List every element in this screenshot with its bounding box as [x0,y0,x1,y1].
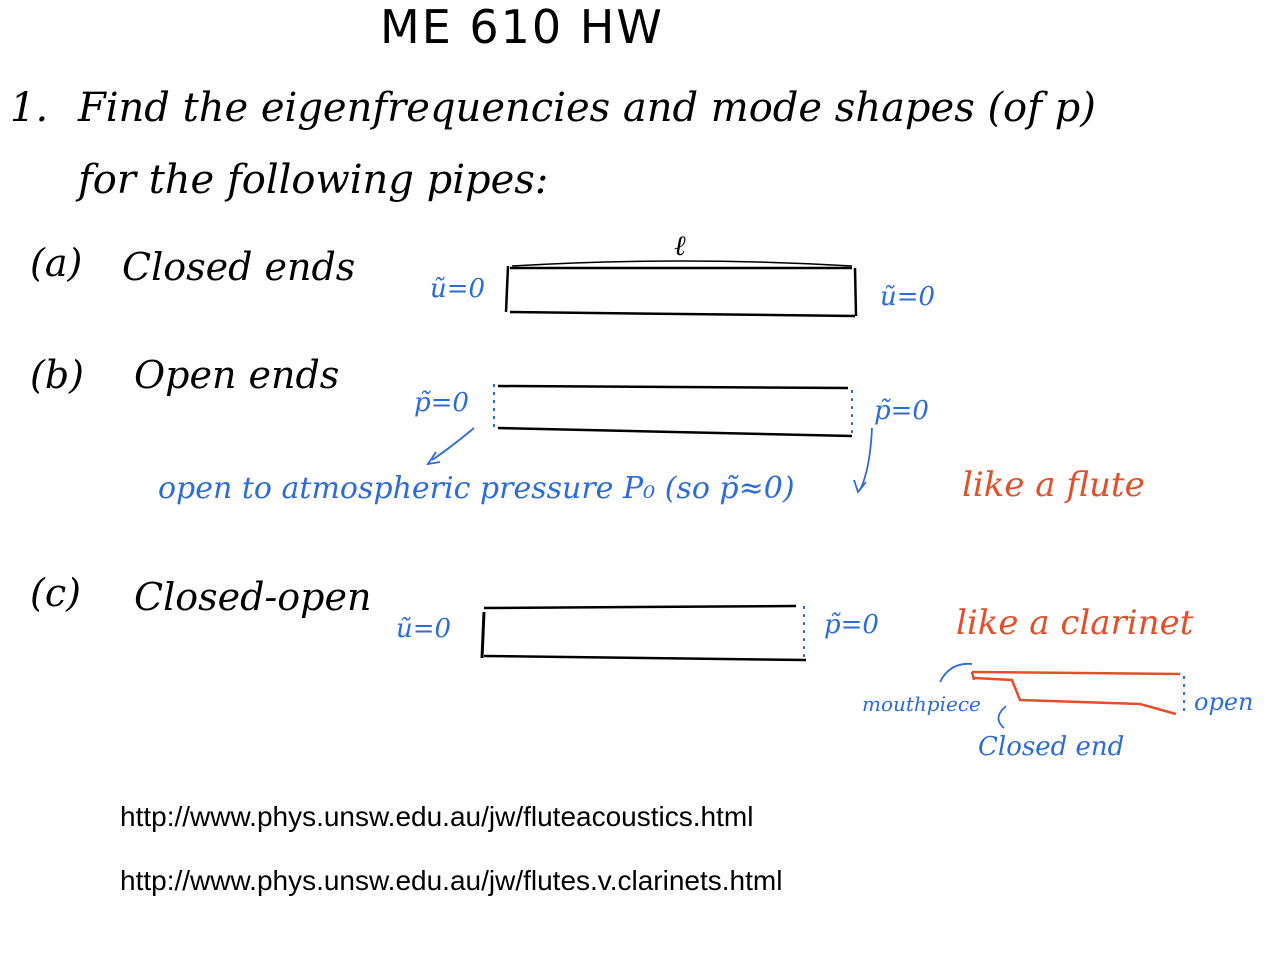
length-label: ℓ [674,229,686,262]
page-title: ME 610 HW [380,0,664,54]
part-c-comparison: like a clarinet [956,603,1194,643]
pipe-c [480,604,807,662]
problem-text-line2: for the following pipes: [78,157,549,203]
problem-text-line1: Find the eigenfrequencies and mode shape… [78,85,1096,131]
part-b-right-bc: p̃=0 [874,396,929,426]
pipe-a [504,260,858,318]
part-b-note: open to atmospheric pressure P₀ (so p̃≈0… [158,471,795,506]
part-b-text: Open ends [134,353,340,397]
part-a-left-bc: ũ=0 [430,274,486,304]
link-flute-acoustics[interactable]: http://www.phys.unsw.edu.au/jw/fluteacou… [120,801,754,832]
mouthpiece-label: mouthpiece [862,692,981,716]
part-a-label: (a) [30,241,83,285]
part-c-text: Closed-open [134,575,372,619]
part-a-right-bc: ũ=0 [880,282,936,312]
part-c-label: (c) [30,571,81,615]
open-label: open [1194,688,1254,716]
part-b-comparison: like a flute [962,465,1145,505]
part-b-left-bc: p̃=0 [414,388,469,418]
clarinet-sketch [939,662,1185,729]
part-c-left-bc: ũ=0 [396,614,452,644]
link-flutes-vs-clarinets[interactable]: http://www.phys.unsw.edu.au/jw/flutes.v.… [120,865,783,896]
closed-end-label: Closed end [978,732,1125,762]
problem-number: 1. [10,85,49,131]
part-a-text: Closed ends [122,245,356,289]
part-c-right-bc: p̃=0 [824,610,879,640]
pipe-b [426,384,873,494]
part-b-label: (b) [30,353,84,397]
